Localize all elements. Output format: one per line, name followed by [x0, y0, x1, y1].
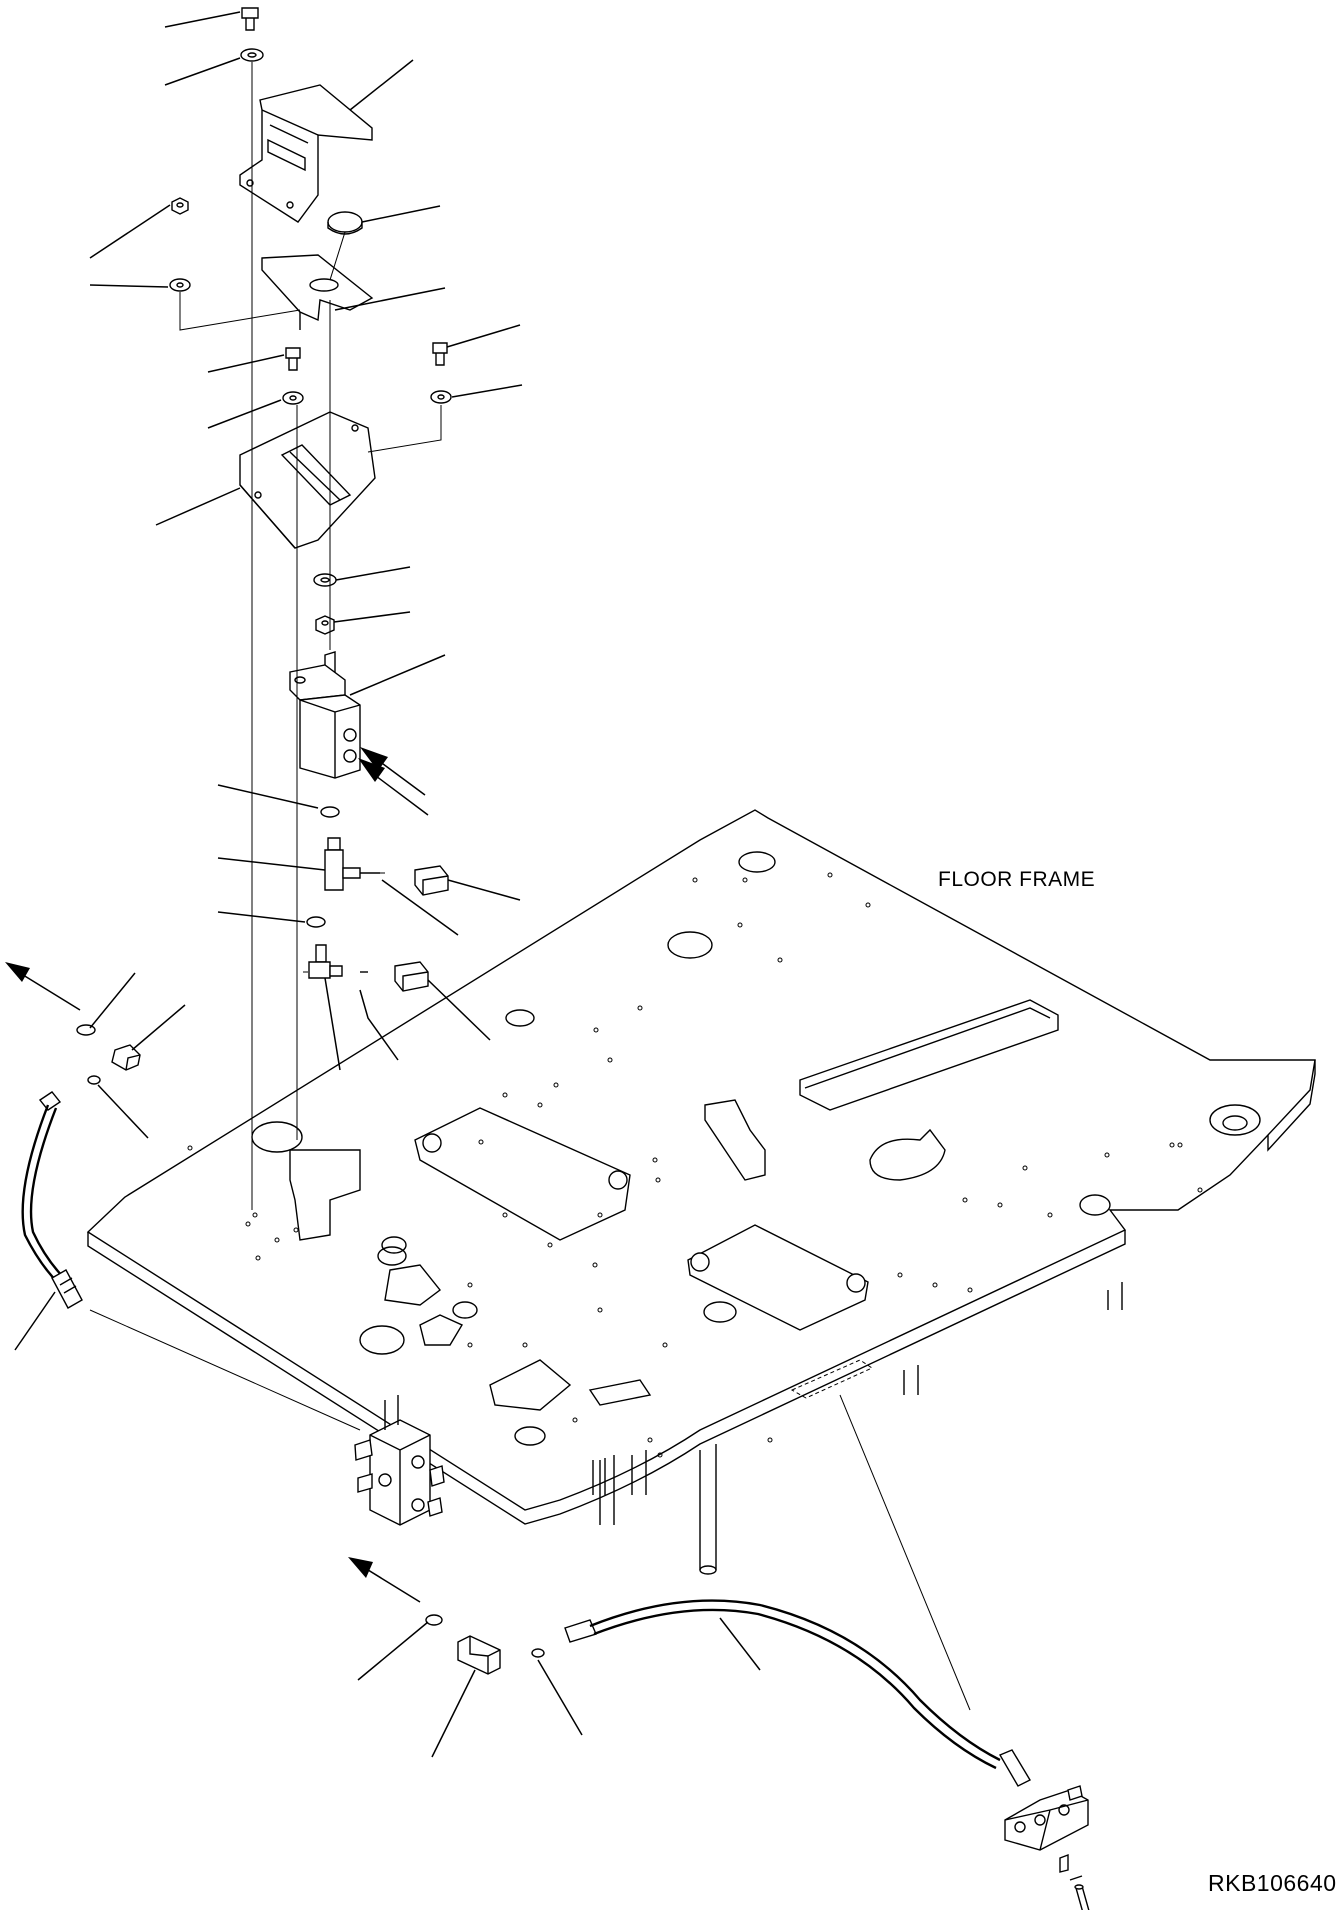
- cover-plate-lower: [687, 1224, 869, 1331]
- nut-valve: [315, 615, 335, 635]
- valve-block-lower: [1004, 1785, 1089, 1873]
- assembly-lines: [89, 62, 971, 1711]
- floor-frame-label: FLOOR FRAME: [938, 868, 1096, 891]
- spring-pin: [1069, 1875, 1090, 1910]
- floor-frame-legs: [592, 1282, 1123, 1575]
- o-ring-small-lower: [531, 1648, 545, 1658]
- cap-fitting-lower: [394, 961, 429, 992]
- hose-lower: [564, 1599, 1031, 1787]
- washer-left-upper: [169, 278, 191, 292]
- o-ring-small-upper-left: [87, 1075, 101, 1085]
- washer-top: [240, 48, 264, 62]
- valve-block-left: [354, 1395, 445, 1526]
- elbow-fitting-lower: [457, 1635, 501, 1675]
- o-ring-upper-left: [76, 1024, 96, 1036]
- washer-valve: [313, 573, 337, 587]
- bolt-left-mid: [285, 347, 301, 371]
- bolt-top: [241, 7, 259, 31]
- o-ring-lower: [425, 1614, 443, 1626]
- rubber-cap: [327, 211, 363, 235]
- mounting-plate: [239, 411, 376, 549]
- hose-upper-left: [21, 1091, 83, 1309]
- washer-left-mid: [282, 391, 304, 405]
- nut-left-upper: [171, 197, 189, 215]
- floor-frame-plate: [86, 809, 1316, 1525]
- bracket-cover: [239, 84, 373, 223]
- cap-fitting-upper: [414, 865, 449, 896]
- leader-lines: [14, 11, 761, 1758]
- washer-right-mid: [430, 390, 452, 404]
- elbow-fitting: [308, 944, 368, 979]
- bolt-right-mid: [432, 342, 448, 366]
- cover-plate-upper: [414, 1107, 631, 1241]
- o-ring-1: [320, 806, 340, 818]
- flow-arrows: [5, 747, 429, 1603]
- o-ring-2: [306, 916, 326, 928]
- elbow-fitting-upper-left: [111, 1044, 141, 1071]
- drawing-code: RKB106640: [1208, 1870, 1337, 1896]
- lock-valve: [289, 651, 361, 779]
- tee-fitting: [324, 837, 380, 891]
- lever-bracket: [261, 254, 374, 330]
